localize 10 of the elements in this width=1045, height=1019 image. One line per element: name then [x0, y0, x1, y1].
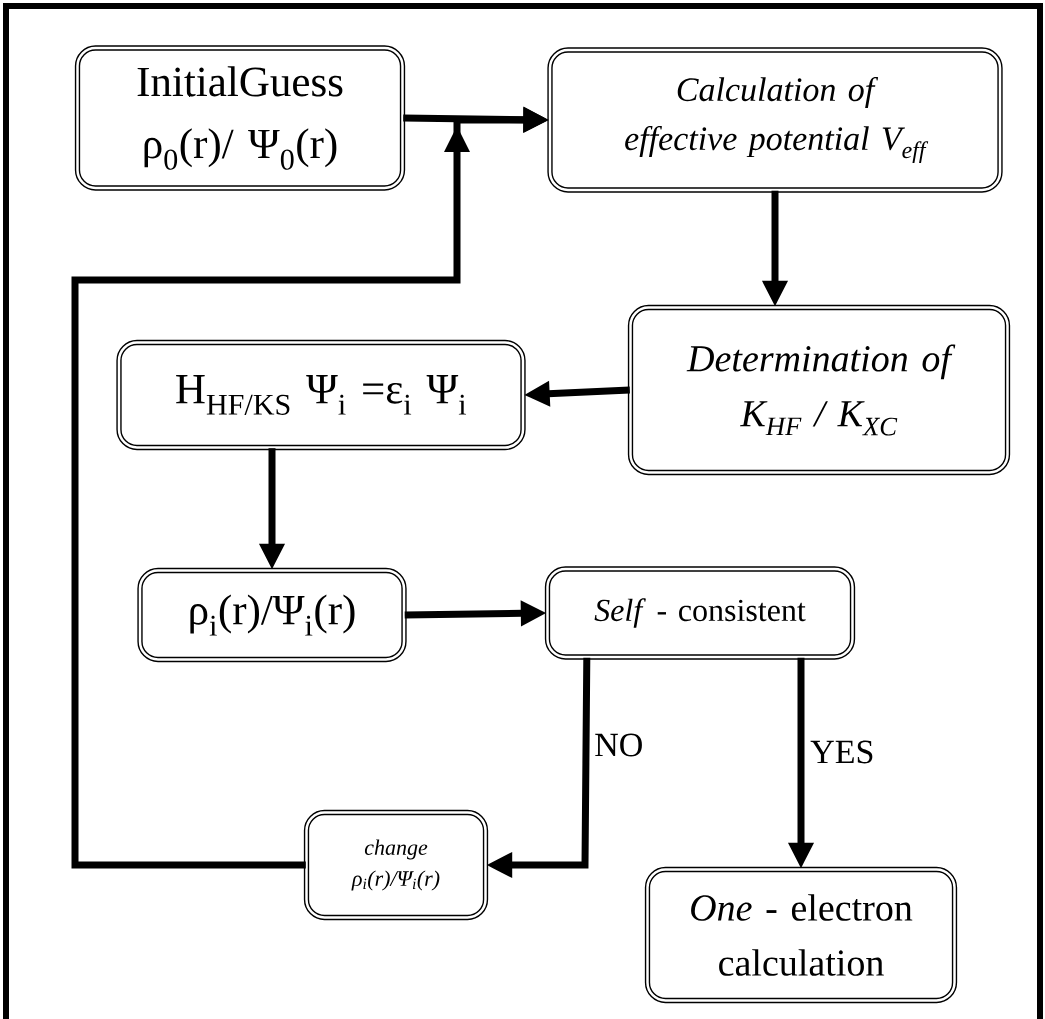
process-box: Determination of K$_{HF}$ / K$_{XC}$: [627, 304, 1011, 476]
process-box: Self - consistent: [544, 566, 856, 660]
process-box: ρ$_{i}$(r)/Ψ$_{i}$(r): [137, 567, 407, 663]
process-box: H$_{HF/KS}$ Ψ$_{i}$ =ε$_{i}$ Ψ$_{i}$: [116, 339, 526, 451]
edge-label: NO: [592, 731, 646, 759]
process-box: Calculation of effective potential V$_{eff}$: [547, 47, 1003, 193]
process-box: change ρ$_{i}$(r)/Ψ$_{i}$(r): [303, 809, 489, 921]
process-box: One - electron calculation: [644, 866, 958, 1004]
edge-label: YES: [808, 738, 877, 766]
process-box: InitialGuess ρ$_{0}$(r)/ Ψ$_{0}$(r): [74, 45, 406, 191]
